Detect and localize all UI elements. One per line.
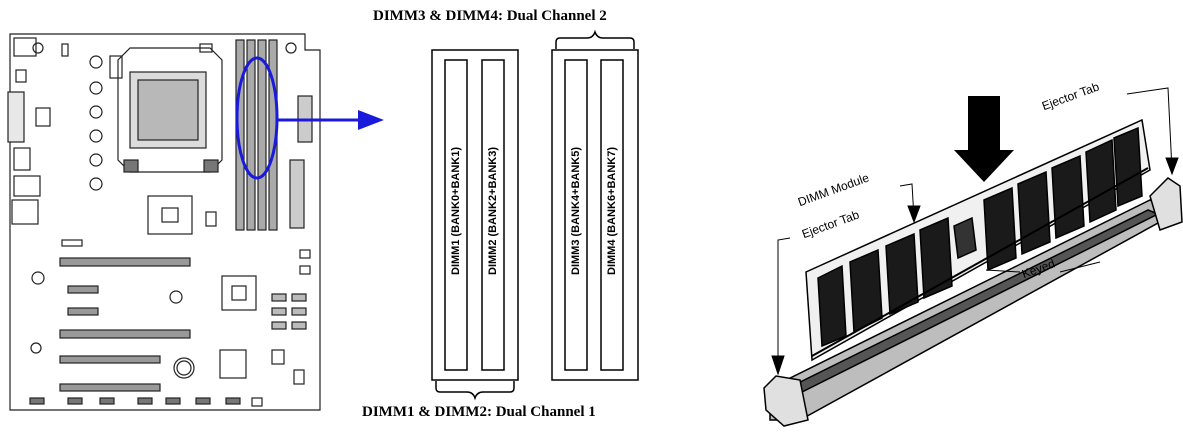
dimm-highlight-ellipse [235,56,279,180]
leader-ejector-left [777,237,791,370]
left-ejector-clip [763,375,809,427]
right-ejector-clip [1149,177,1183,231]
caption-dual-channel-1: DIMM1 & DIMM2: Dual Channel 1 [362,404,596,420]
pointer-arrow-head [358,110,384,130]
leader-keyed [985,261,1101,273]
caption-dual-channel-2: DIMM3 & DIMM4: Dual Channel 2 [373,8,607,24]
insert-arrow-icon [954,96,1014,182]
top-brace [555,29,635,49]
bottom-brace [435,381,515,401]
leader-ejector-right [1126,87,1173,171]
